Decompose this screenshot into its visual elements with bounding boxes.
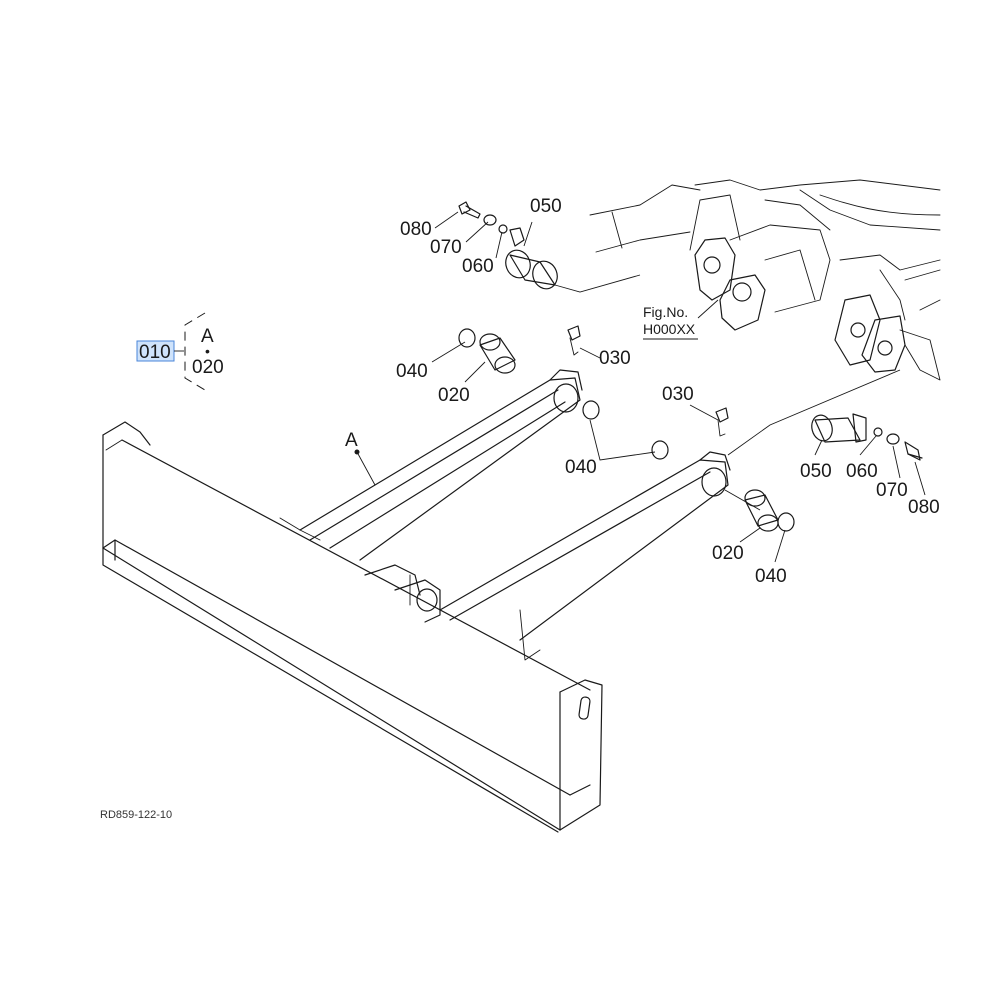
part-010-label[interactable]: 010 bbox=[139, 342, 171, 363]
callout-070-top[interactable]: 070 bbox=[430, 237, 462, 258]
lock-washer-right[interactable] bbox=[873, 427, 883, 437]
fig-ref-line1: Fig.No. bbox=[643, 304, 688, 320]
assembly-a-dot bbox=[354, 449, 360, 455]
callout-050-top[interactable]: 050 bbox=[530, 196, 562, 217]
callout-030-left[interactable]: 030 bbox=[599, 348, 631, 369]
center-bracket bbox=[364, 564, 441, 623]
washer-top[interactable] bbox=[483, 214, 497, 226]
snap-ring-left-top[interactable] bbox=[458, 328, 476, 348]
snap-ring-left-mid[interactable] bbox=[582, 400, 600, 420]
leader-lines bbox=[356, 211, 926, 563]
fig-ref-line2: H000XX bbox=[643, 321, 696, 337]
legend-dot: • bbox=[205, 343, 210, 359]
lock-washer-top[interactable] bbox=[498, 224, 508, 234]
right-pin-group bbox=[809, 413, 923, 461]
callout-050-right[interactable]: 050 bbox=[800, 461, 832, 482]
callout-070-right[interactable]: 070 bbox=[876, 480, 908, 501]
bolt-top[interactable] bbox=[458, 201, 481, 219]
callout-060-right[interactable]: 060 bbox=[846, 461, 878, 482]
pin-right[interactable] bbox=[809, 413, 867, 443]
callout-080-top[interactable]: 080 bbox=[400, 219, 432, 240]
snap-ring-right-bottom[interactable] bbox=[777, 512, 795, 532]
callout-080-right[interactable]: 080 bbox=[908, 497, 940, 518]
callout-040-right[interactable]: 040 bbox=[755, 566, 787, 587]
callout-040-mid[interactable]: 040 bbox=[565, 457, 597, 478]
callout-020-right[interactable]: 020 bbox=[712, 543, 744, 564]
machine-frame bbox=[589, 179, 941, 381]
snap-ring-right-mid[interactable] bbox=[651, 440, 669, 460]
callouts: 080 070 060 050 040 020 030 040 030 050 … bbox=[345, 196, 940, 587]
callout-040-left[interactable]: 040 bbox=[396, 361, 428, 382]
dozer-blade[interactable] bbox=[102, 421, 603, 833]
washer-right[interactable] bbox=[886, 433, 900, 445]
pin-top[interactable] bbox=[502, 227, 561, 292]
parts-legend: 010 A • 020 bbox=[136, 312, 224, 391]
callout-060-top[interactable]: 060 bbox=[462, 256, 494, 277]
callout-020-left[interactable]: 020 bbox=[438, 385, 470, 406]
callout-030-right[interactable]: 030 bbox=[662, 384, 694, 405]
right-arm[interactable] bbox=[439, 451, 731, 661]
legend-assembly-a: A bbox=[201, 326, 214, 347]
left-bushing[interactable] bbox=[479, 333, 516, 374]
bolt-right[interactable] bbox=[904, 441, 923, 461]
grease-nipple-right[interactable] bbox=[715, 407, 729, 437]
right-bushing[interactable] bbox=[744, 489, 779, 532]
assembly-label-a: A bbox=[345, 430, 358, 451]
left-arm[interactable] bbox=[279, 369, 583, 561]
drawing-code: RD859-122-10 bbox=[100, 809, 172, 821]
figure-reference[interactable]: Fig.No. H000XX bbox=[643, 304, 698, 340]
legend-part-020[interactable]: 020 bbox=[192, 357, 224, 378]
grease-nipple-left[interactable] bbox=[567, 325, 581, 356]
